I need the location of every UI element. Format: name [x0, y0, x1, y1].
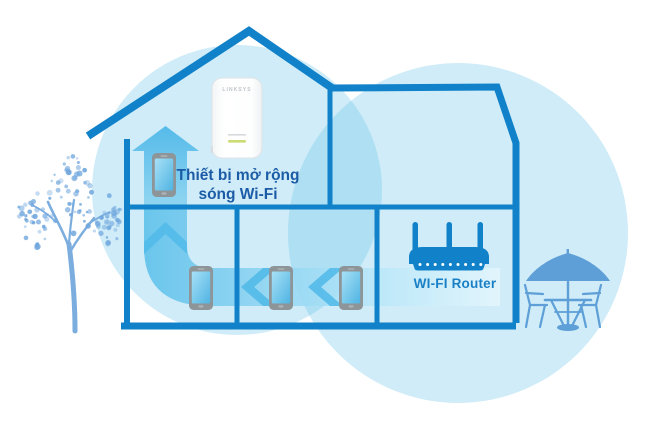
left-chevron-icon: [241, 268, 276, 306]
extender-label-line2: sóng Wi-Fi: [198, 186, 277, 203]
router-antenna: [446, 222, 452, 252]
right-section-roof-wall: [329, 83, 520, 323]
umbrella-canopy: [526, 253, 610, 281]
patio-chair-right: [577, 283, 603, 329]
umbrella-base: [557, 324, 579, 331]
tree-branch: [46, 200, 72, 252]
extender-port-line: [228, 134, 246, 136]
ground-phone-3: [339, 266, 363, 310]
umbrella-finial: [566, 249, 569, 257]
signal-ribbon: [144, 209, 500, 306]
router-antenna: [477, 222, 483, 252]
router-leds: [418, 263, 483, 266]
up-chevron-icon: [144, 222, 187, 254]
ground-phone-2: [269, 266, 293, 310]
extender-led: [228, 140, 246, 143]
house-outline: [85, 26, 520, 330]
extender-side-notch: [210, 146, 213, 153]
extender-brand-text: LINKSYS: [222, 87, 251, 93]
umbrella-pole: [566, 281, 570, 326]
extender-body: [211, 77, 263, 159]
patio-set-icon: [523, 249, 610, 331]
router-icon: WI-FI Router: [409, 222, 497, 291]
extender-device-icon: LINKSYS: [210, 77, 263, 159]
attic-phone: [152, 153, 176, 197]
left-chevron-icon: [308, 268, 343, 306]
tree-foliage: [16, 154, 123, 251]
extender-label-line1: Thiết bị mở rộng: [177, 167, 300, 184]
patio-chair-left: [523, 283, 549, 329]
router-coverage-circle: [288, 63, 628, 403]
ground-phone-1: [189, 266, 213, 310]
tree-branch: [68, 216, 96, 254]
tree-branch: [67, 198, 76, 246]
tree-branch: [33, 205, 57, 223]
router-label-text: WI-FI Router: [414, 276, 497, 291]
tree-icon: [16, 154, 123, 334]
router-antenna: [412, 222, 418, 252]
roof: [85, 26, 335, 140]
tree-trunk: [66, 241, 78, 334]
extender-label: Thiết bị mở rộng sóng Wi-Fi: [177, 167, 300, 203]
